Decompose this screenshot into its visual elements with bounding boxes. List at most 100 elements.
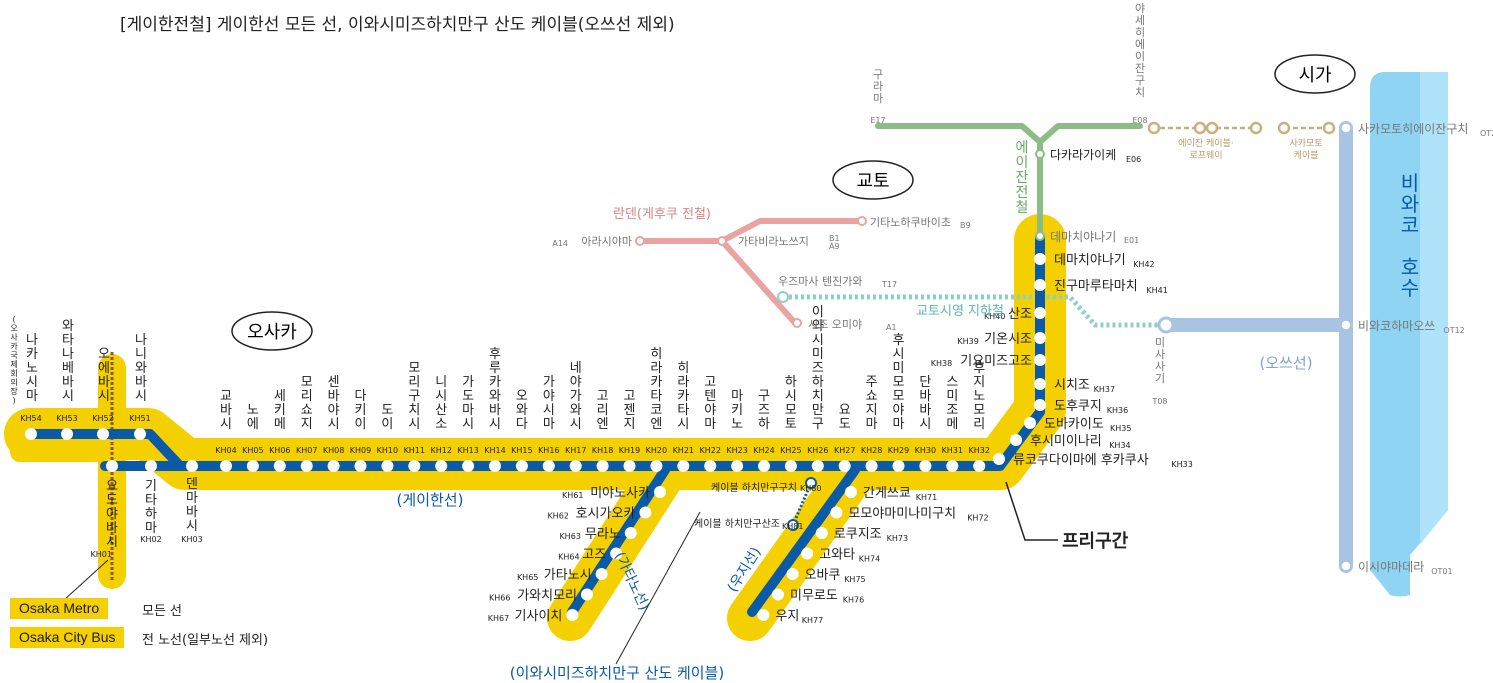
station-KH67 — [566, 609, 579, 621]
station-KH34 — [1010, 434, 1022, 446]
station-label-T17: 우즈마사 텐진가와 — [778, 275, 862, 288]
station-code-T08: T08 — [1151, 397, 1167, 406]
station-code-KH23: KH23 — [726, 446, 747, 455]
station-KH35 — [1024, 417, 1036, 429]
station-code-KH28: KH28 — [861, 446, 882, 455]
station-KH81 — [787, 519, 799, 531]
station-code-KH73: KH73 — [887, 534, 908, 543]
station-code-KH22: KH22 — [699, 446, 720, 455]
legend-badge-osaka-metro: Osaka Metro — [10, 598, 109, 619]
station-code-KH66: KH66 — [489, 594, 510, 603]
station-code-B9: B9 — [960, 221, 971, 230]
station-KH72 — [830, 506, 843, 519]
station-label-OT12: 비와코하마오쓰 — [1358, 319, 1435, 333]
station-KH03 — [186, 460, 198, 472]
station-KH36 — [1034, 399, 1046, 411]
station-KH75 — [786, 568, 799, 580]
randen-line — [637, 218, 865, 326]
station-OT21 — [1339, 121, 1353, 135]
station-KH13 — [462, 460, 475, 472]
station-code-E17: E17 — [870, 116, 885, 125]
station-label-A1: 시조 오미야 — [808, 318, 862, 331]
station-code-KH65: KH65 — [517, 573, 538, 582]
station-label-B9: 기타노하쿠바이초 — [870, 215, 951, 229]
city-osaka — [231, 311, 313, 351]
station-label-KH42: 데마치야나기 — [1054, 253, 1126, 268]
station-KH40 — [1034, 307, 1046, 319]
station-KH17 — [569, 460, 582, 472]
station-KH10 — [381, 460, 394, 472]
station-KH21 — [677, 460, 690, 472]
station-label-KH73: 로쿠지조 — [834, 527, 882, 542]
station-KH33 — [993, 453, 1005, 465]
station-code-KH20: KH20 — [646, 446, 667, 455]
station-KH74 — [801, 547, 814, 560]
ropeway-lines — [1147, 121, 1336, 135]
station-KH02 — [145, 460, 157, 472]
station-code-E01: E01 — [1124, 236, 1139, 245]
station-OT12 — [1339, 318, 1353, 332]
city-shiga — [1274, 54, 1356, 94]
station-KH09 — [354, 460, 367, 472]
station-label-KH35: 도바카이도 — [1044, 417, 1104, 432]
station-label-KH81: 케이블 하치만구산조 — [694, 517, 780, 530]
station-code-KH30: KH30 — [915, 446, 936, 455]
city-osaka-label: 오사카 — [247, 322, 297, 343]
station-E06 — [1035, 149, 1045, 159]
station-code-KH08: KH08 — [323, 446, 344, 455]
station-code-KH81: KH81 — [782, 522, 803, 531]
station-code-KH53: KH53 — [56, 414, 77, 423]
station-code-A14: A14 — [552, 239, 568, 248]
station-KH30 — [919, 460, 932, 472]
free-zone-leader — [1005, 481, 1058, 541]
station-KH71 — [845, 486, 857, 498]
station-code-KH41: KH41 — [1146, 286, 1167, 295]
station-KH27 — [838, 460, 851, 472]
label-eizan-cable-2: 로프웨이 — [1189, 149, 1222, 161]
station-KH16 — [542, 460, 555, 472]
station-code-KH11: KH11 — [404, 446, 425, 455]
station-code-KH80: KH80 — [800, 484, 821, 493]
station-KH08 — [327, 460, 340, 472]
station-label-KH34: 후시미이나리 — [1030, 434, 1102, 449]
station-KH26 — [811, 460, 824, 472]
station-KH19 — [623, 460, 636, 472]
station-KH18 — [596, 460, 609, 472]
lake-biwa — [1370, 72, 1448, 597]
station-label-OT01: 이시야마데라 — [1358, 560, 1424, 574]
station-code-a9: A9 — [829, 242, 840, 251]
station-KH66 — [581, 588, 593, 601]
station-code-KH29: KH29 — [888, 446, 909, 455]
station-code-KH62: KH62 — [547, 512, 568, 521]
station-code-KH52: KH52 — [92, 414, 113, 423]
station-label-KH40: 산조 — [1008, 307, 1032, 322]
station-KH29 — [892, 460, 905, 472]
station-label-KH75: 오바쿠 — [805, 568, 841, 583]
station-code-KH36: KH36 — [1107, 406, 1128, 415]
station-code-KH04: KH04 — [215, 446, 236, 455]
station-code-KH42: KH42 — [1133, 260, 1154, 269]
line-label-cable: (이와시미즈하치만구 산도 케이블) — [510, 664, 724, 682]
free-zone-label: 프리구간 — [1062, 531, 1129, 552]
